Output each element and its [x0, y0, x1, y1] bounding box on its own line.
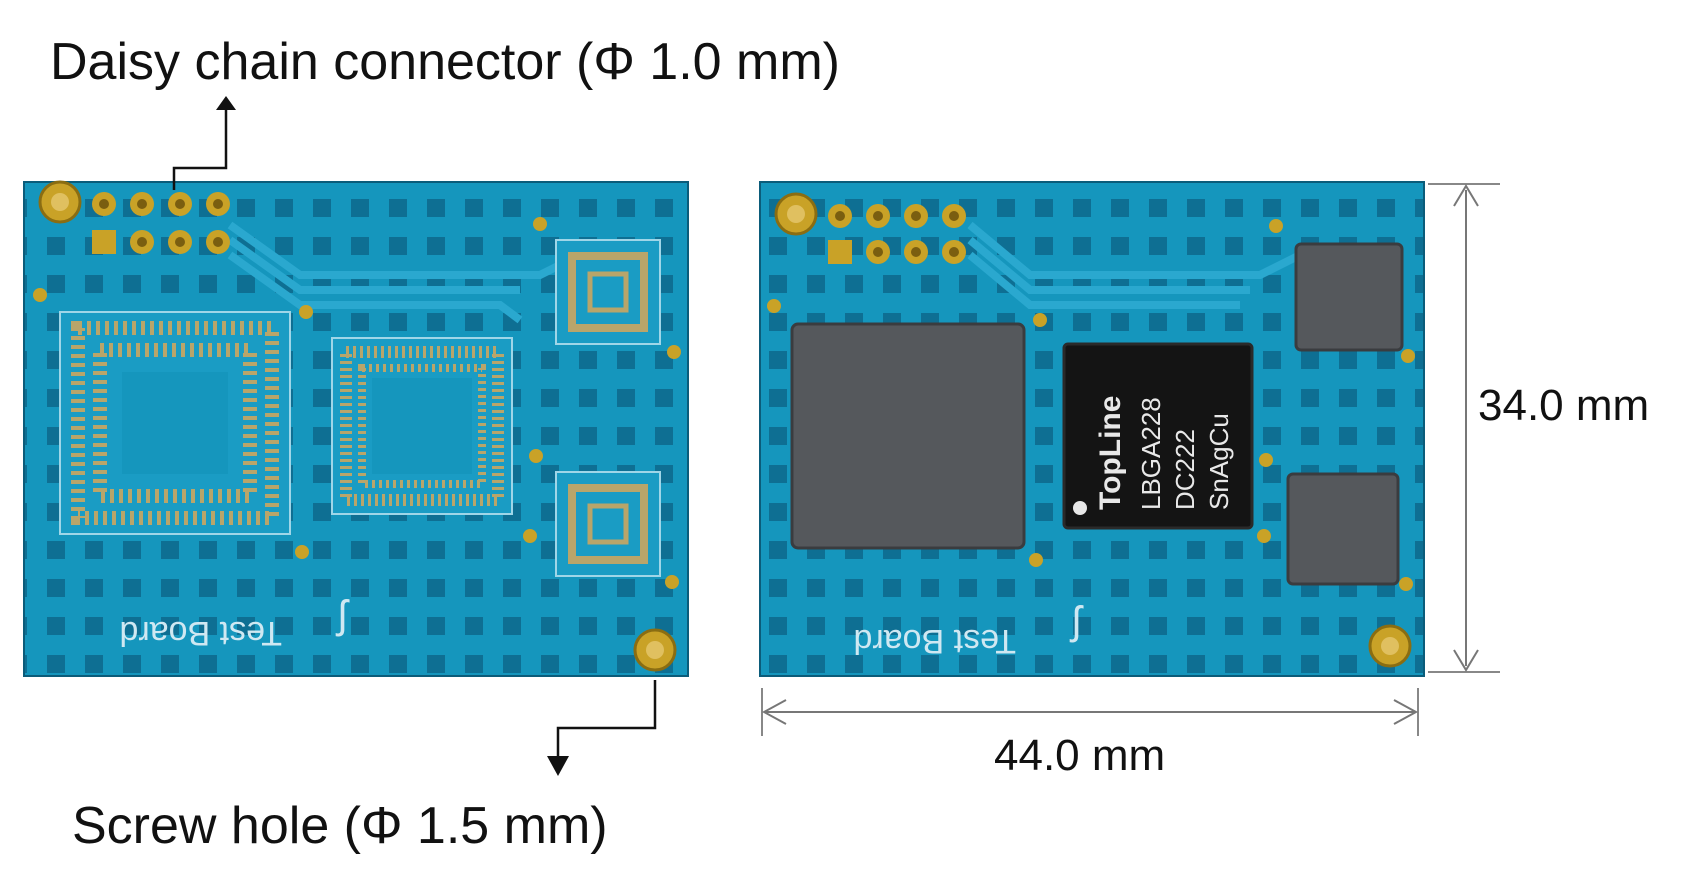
- daisy-chain-arrow: [216, 96, 236, 110]
- right-chip-small-top: [1294, 242, 1404, 352]
- height-dimension-label: 34.0 mm: [1478, 381, 1650, 430]
- right-chip-small-bottom: [1286, 472, 1400, 586]
- daisy-chain-leader-line: [172, 106, 228, 190]
- right-chip-large: [790, 322, 1026, 550]
- chip-brand-label: TopLine: [1094, 396, 1127, 510]
- screw-hole-label: Screw hole (Φ 1.5 mm): [72, 797, 608, 855]
- populated-test-board: TopLine LBGA228 DC222 SnAgCu Test Board …: [759, 181, 1425, 677]
- chip-line-1: LBGA228: [1136, 397, 1166, 510]
- left-bga-pad-large: [59, 311, 291, 535]
- left-logo-glyph: ʃ: [335, 593, 350, 637]
- left-small-pad-top: [555, 239, 661, 345]
- width-dimension: [761, 688, 1419, 736]
- right-daisy-connector: [828, 204, 966, 264]
- screw-hole-leader-line: [556, 680, 657, 762]
- chip-line-3: SnAgCu: [1204, 413, 1234, 510]
- bare-test-board: Test Board ʃ: [23, 180, 689, 677]
- left-bga-pad-medium: [331, 337, 513, 515]
- right-test-points: [767, 219, 1415, 591]
- left-test-points: [33, 217, 681, 589]
- height-dimension: [1428, 183, 1500, 673]
- width-dimension-label: 44.0 mm: [994, 731, 1166, 780]
- right-chip-topline: TopLine LBGA228 DC222 SnAgCu: [1062, 342, 1254, 530]
- left-silkscreen-test-board: Test Board: [119, 614, 282, 652]
- daisy-chain-connector-label: Daisy chain connector (Φ 1.0 mm): [50, 33, 840, 91]
- right-silkscreen-test-board: Test Board: [853, 622, 1016, 660]
- left-small-pad-bottom: [555, 471, 661, 577]
- screw-hole-arrow: [547, 756, 569, 776]
- chip-line-2: DC222: [1170, 429, 1200, 510]
- right-logo-glyph: ʃ: [1069, 599, 1084, 643]
- left-daisy-connector: [92, 192, 230, 254]
